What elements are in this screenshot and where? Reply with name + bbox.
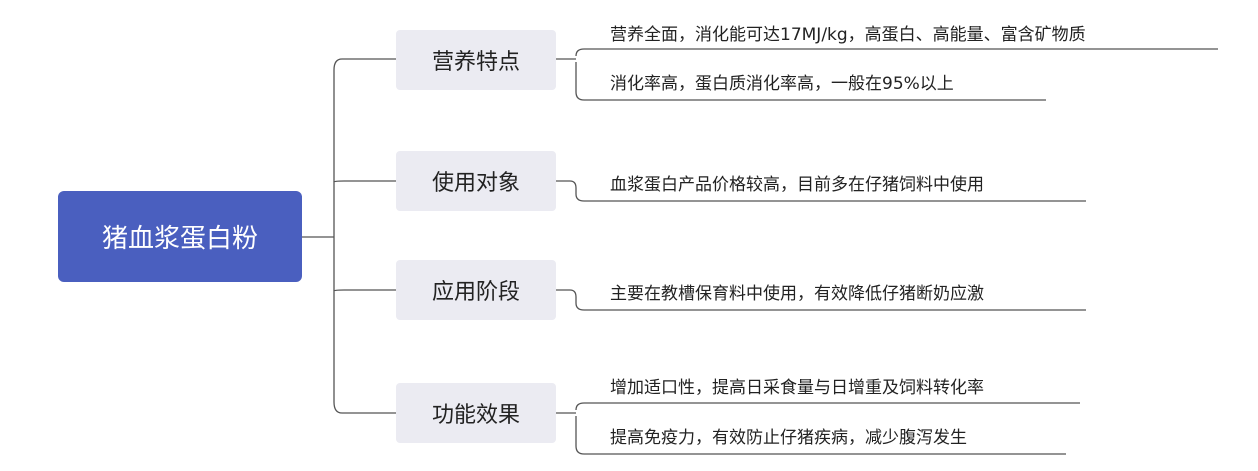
root-topic-label: 猪血浆蛋白粉 bbox=[101, 224, 258, 254]
branch-stage[interactable]: 应用阶段 bbox=[396, 260, 556, 320]
leaf-item[interactable]: 主要在教槽保育料中使用，有效降低仔猪断奶应激 bbox=[610, 284, 984, 304]
branch-target[interactable]: 使用对象 bbox=[396, 151, 556, 211]
connector-top-corner bbox=[333, 58, 343, 71]
branch-label: 应用阶段 bbox=[431, 280, 520, 305]
leaf-underline-1-2 bbox=[575, 62, 1046, 101]
branch-effect[interactable]: 功能效果 bbox=[396, 383, 556, 443]
branch-nutrition[interactable]: 营养特点 bbox=[396, 30, 556, 90]
leaf-underline-1-1 bbox=[575, 48, 1218, 57]
connector-bottom-corner bbox=[333, 401, 343, 414]
branch-label: 使用对象 bbox=[431, 171, 520, 196]
leaf-underline-4-1 bbox=[575, 402, 1080, 411]
leaf-underline-2-1 bbox=[556, 180, 1086, 202]
branch-label: 功能效果 bbox=[431, 403, 520, 428]
leaf-item[interactable]: 消化率高，蛋白质消化率高，一般在95%以上 bbox=[610, 74, 954, 94]
leaf-underline-3-1 bbox=[556, 289, 1086, 311]
branch-label: 营养特点 bbox=[431, 50, 520, 75]
connector-branch-2 bbox=[333, 180, 396, 183]
root-topic[interactable]: 猪血浆蛋白粉 bbox=[58, 191, 302, 282]
leaf-item[interactable]: 增加适口性，提高日采食量与日增重及饲料转化率 bbox=[610, 378, 984, 398]
leaf-underline-4-2 bbox=[575, 416, 1066, 455]
connector-branch-3 bbox=[333, 289, 396, 292]
leaf-item[interactable]: 提高免疫力，有效防止仔猪疾病，减少腹泻发生 bbox=[610, 428, 967, 448]
leaf-item[interactable]: 营养全面，消化能可达17MJ/kg，高蛋白、高能量、富含矿物质 bbox=[610, 25, 1086, 45]
leaf-item[interactable]: 血浆蛋白产品价格较高，目前多在仔猪饲料中使用 bbox=[610, 175, 984, 195]
